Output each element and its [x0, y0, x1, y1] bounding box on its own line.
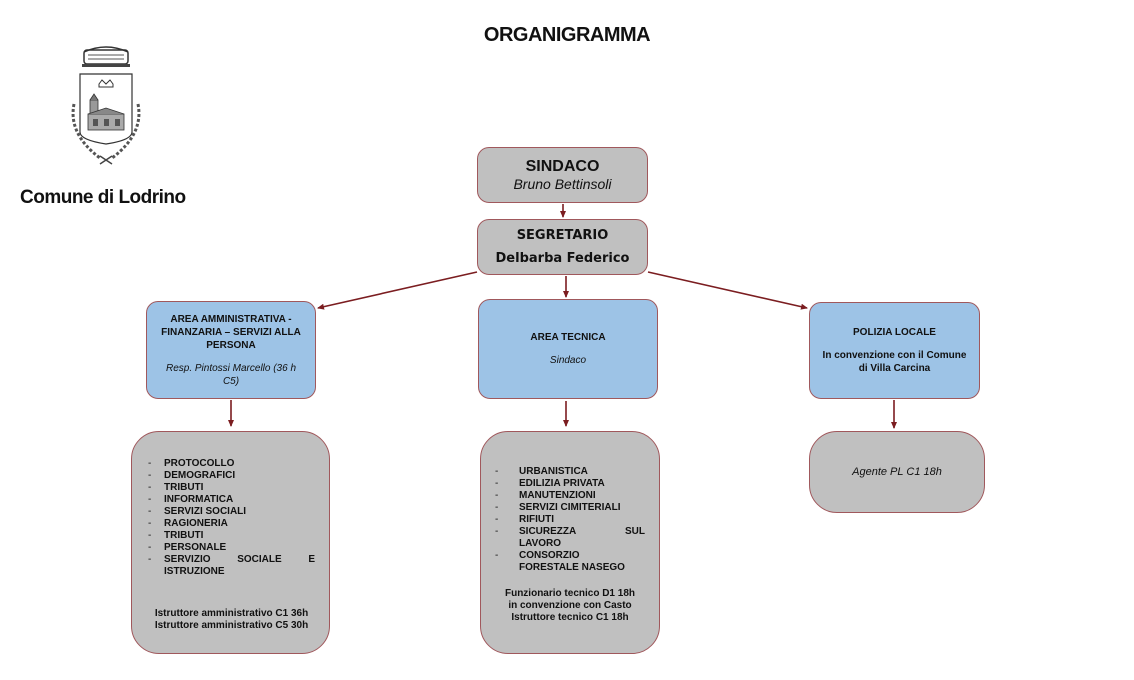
list-item: -SERVIZI CIMITERIALI	[495, 502, 621, 513]
polizia-staff-box: Agente PL C1 18h	[809, 431, 985, 513]
list-item: -EDILIZIA PRIVATA	[495, 478, 605, 489]
segretario-role: SEGRETARIO	[516, 228, 609, 243]
sindaco-name: Bruno Bettinsoli	[513, 176, 612, 192]
list-item: - CONSORZIO FORESTALE NASEGO	[495, 550, 625, 573]
list-item: -TRIBUTI	[148, 482, 204, 493]
list-item: -RAGIONERIA	[148, 518, 228, 529]
list-item: -TRIBUTI	[148, 530, 204, 541]
municipality-name: Comune di Lodrino	[20, 187, 186, 208]
page-title: ORGANIGRAMMA	[483, 24, 651, 46]
amministrativa-staff: Istruttore amministrativo C1 36h Istrutt…	[154, 608, 309, 631]
polizia-locale-box: POLIZIA LOCALE In convenzione con il Com…	[809, 302, 980, 399]
list-item: -DEMOGRAFICI	[148, 470, 236, 481]
area-tecnica-title: AREA TECNICA	[530, 332, 606, 343]
sindaco-box: SINDACO Bruno Bettinsoli	[477, 147, 648, 203]
amministrativa-services-box: -PROTOCOLLO -DEMOGRAFICI -TRIBUTI -INFOR…	[131, 431, 330, 654]
polizia-locale-title: POLIZIA LOCALE	[853, 327, 936, 338]
list-item: -PROTOCOLLO	[148, 458, 235, 469]
area-amministrativa-box: AREA AMMINISTRATIVA - FINANZARIA – SERVI…	[146, 301, 316, 399]
connector-segretario-amministrativa	[317, 271, 478, 310]
area-tecnica-box: AREA TECNICA Sindaco	[478, 299, 658, 399]
list-item: -URBANISTICA	[495, 466, 588, 477]
sindaco-role: SINDACO	[525, 158, 600, 175]
list-item: -INFORMATICA	[148, 494, 234, 505]
tecnica-staff: Funzionario tecnico D1 18h in convenzion…	[504, 588, 636, 623]
area-tecnica-responsible: Sindaco	[549, 355, 587, 366]
list-item: -SERVIZI SOCIALI	[148, 506, 247, 517]
polizia-locale-convention: In convenzione con il Comune di Villa Ca…	[822, 350, 967, 374]
list-item: -MANUTENZIONI	[495, 490, 596, 501]
area-amministrativa-responsible: Resp. Pintossi Marcello (36 h C5)	[165, 362, 297, 387]
segretario-box: SEGRETARIO Delbarba Federico	[477, 219, 648, 275]
list-item: -RIFIUTI	[495, 514, 554, 525]
tecnica-services-box: -URBANISTICA -EDILIZIA PRIVATA -MANUTENZ…	[480, 431, 660, 654]
amministrativa-services-list: -PROTOCOLLO -DEMOGRAFICI -TRIBUTI -INFOR…	[148, 458, 315, 578]
polizia-staff: Agente PL C1 18h	[852, 466, 942, 478]
list-item: -PERSONALE	[148, 542, 227, 553]
area-amministrativa-title: AREA AMMINISTRATIVA - FINANZARIA – SERVI…	[161, 313, 301, 351]
tecnica-services-list: -URBANISTICA -EDILIZIA PRIVATA -MANUTENZ…	[495, 466, 645, 574]
connector-segretario-polizia	[647, 271, 808, 310]
segretario-name: Delbarba Federico	[495, 251, 630, 266]
coat-of-arms-icon	[71, 46, 141, 165]
